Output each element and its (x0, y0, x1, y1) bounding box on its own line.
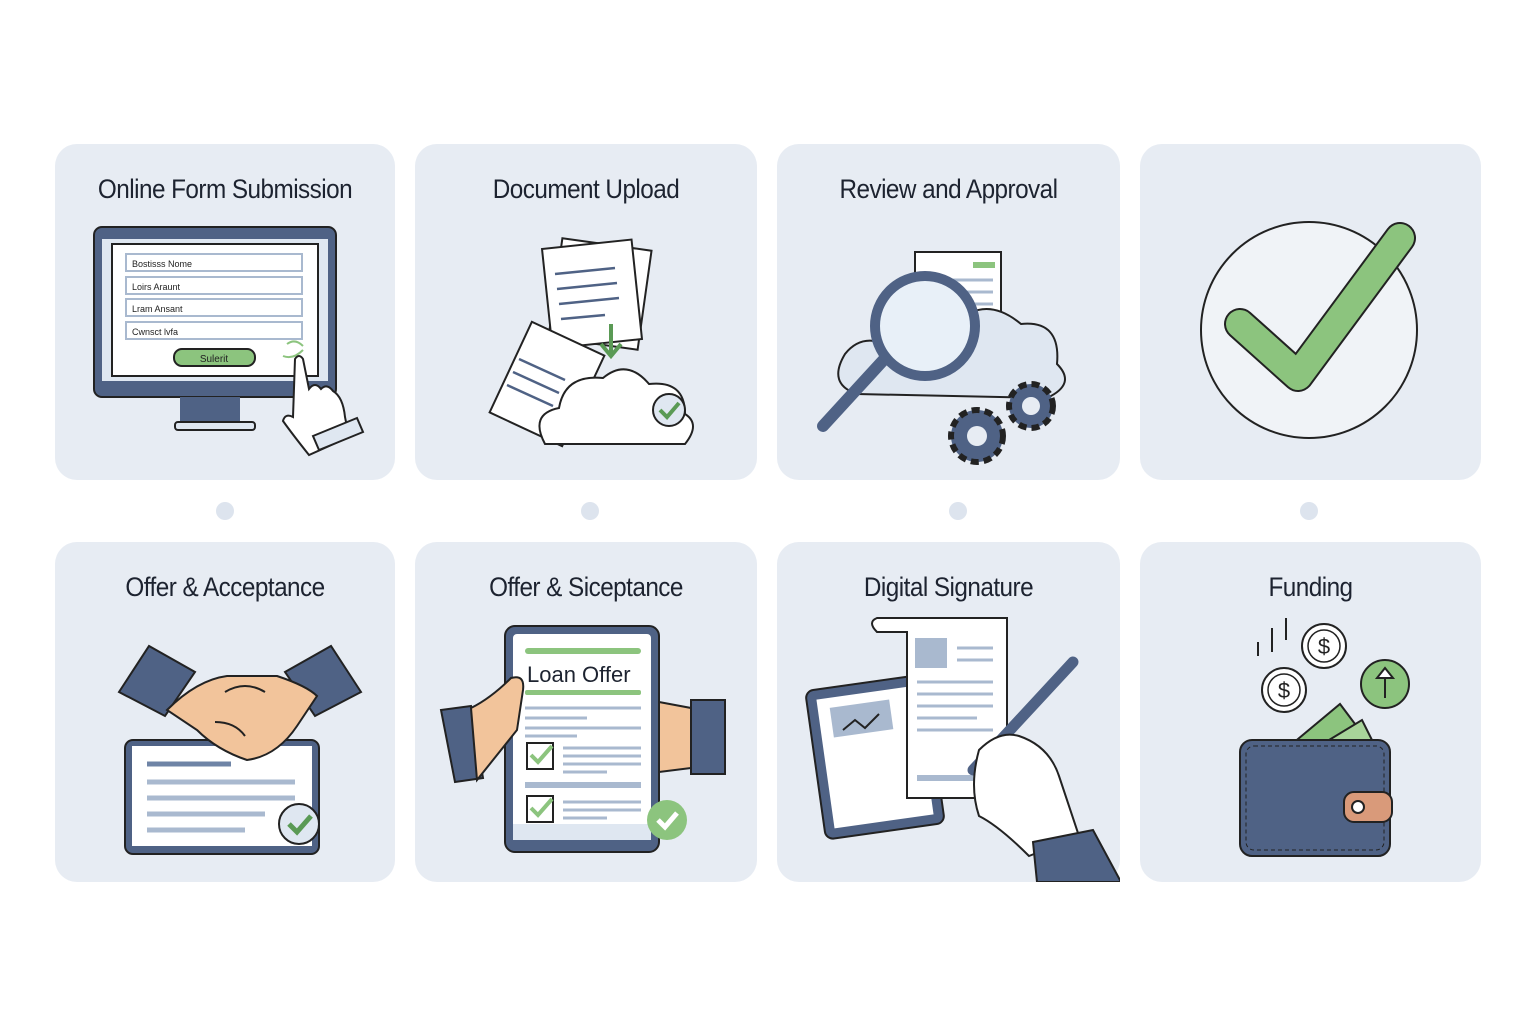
document-cloud-upload-icon (488, 237, 694, 448)
svg-text:Sulerit: Sulerit (200, 354, 229, 365)
step-card-offer-acceptance: Offer & Acceptance (55, 542, 395, 882)
step-card-loan-offer: Offer & Siceptance Loan Offer (415, 542, 757, 882)
wallet-money-icon: $ $ (1239, 618, 1410, 857)
step-title: Offer & Acceptance (125, 572, 325, 602)
magnifier-gears-icon (817, 251, 1066, 465)
form-field-label: Bostisss Nome (132, 259, 192, 269)
step-card-approved (1140, 144, 1481, 480)
step-connector-dot (216, 502, 234, 520)
step-title: Offer & Siceptance (489, 572, 683, 602)
dollar-coin: $ (1318, 634, 1330, 659)
step-connector-dot (949, 502, 967, 520)
dollar-coin: $ (1278, 678, 1290, 703)
check-circle-icon (1200, 221, 1418, 439)
step-card-online-form: Online Form Submission Bostisss Nome Loi… (55, 144, 395, 480)
step-card-review-approval: Review and Approval (777, 144, 1120, 480)
step-connector-dot (581, 502, 599, 520)
step-card-funding: Funding $ $ (1140, 542, 1481, 882)
step-title: Online Form Submission (97, 174, 353, 204)
step-title: Funding (1268, 572, 1353, 602)
form-field-label: Cwnsct lvfa (132, 327, 178, 337)
step-card-document-upload: Document Upload (415, 144, 757, 480)
loan-offer-heading: Loan Offer (527, 662, 631, 687)
computer-form-icon: Bostisss Nome Loirs Araunt Lram Ansant C… (93, 226, 365, 457)
form-field-label: Lram Ansant (132, 304, 183, 314)
step-connector-dot (1300, 502, 1318, 520)
step-card-digital-signature: Digital Signature (777, 542, 1120, 882)
loan-offer-tablet-icon: Loan Offer (439, 625, 726, 853)
handshake-icon (117, 644, 363, 855)
step-title: Document Upload (492, 174, 680, 204)
step-title: Review and Approval (839, 174, 1058, 204)
submit-button (173, 348, 256, 367)
pen-signature-icon (805, 617, 1120, 882)
form-field-label: Loirs Araunt (132, 282, 181, 292)
step-title: Digital Signature (863, 572, 1034, 602)
